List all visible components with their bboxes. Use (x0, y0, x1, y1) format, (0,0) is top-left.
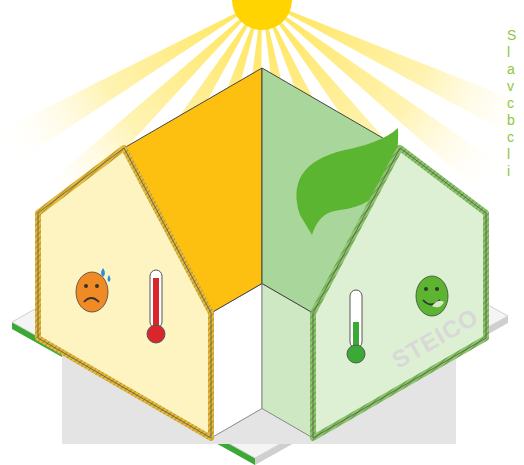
cropped-text: c (507, 130, 514, 144)
room-hot-outline (38, 148, 211, 438)
room-cool-outline (313, 148, 486, 438)
room-cool (313, 148, 486, 438)
happy-face (416, 276, 448, 316)
cropped-text: l (507, 45, 510, 59)
cropped-text: i (507, 164, 510, 178)
cropped-text: S (507, 28, 516, 42)
sad-face (76, 268, 111, 312)
cropped-text: c (507, 96, 514, 110)
cropped-text: l (507, 147, 510, 161)
sun (232, 0, 292, 30)
thermometer-cool (347, 290, 365, 363)
room-hot (38, 148, 211, 438)
cropped-text: b (507, 113, 515, 127)
cropped-text: a (507, 62, 515, 76)
cropped-text: v (507, 79, 514, 93)
thermometer-hot (147, 270, 165, 343)
watermark-leaf (432, 301, 444, 308)
